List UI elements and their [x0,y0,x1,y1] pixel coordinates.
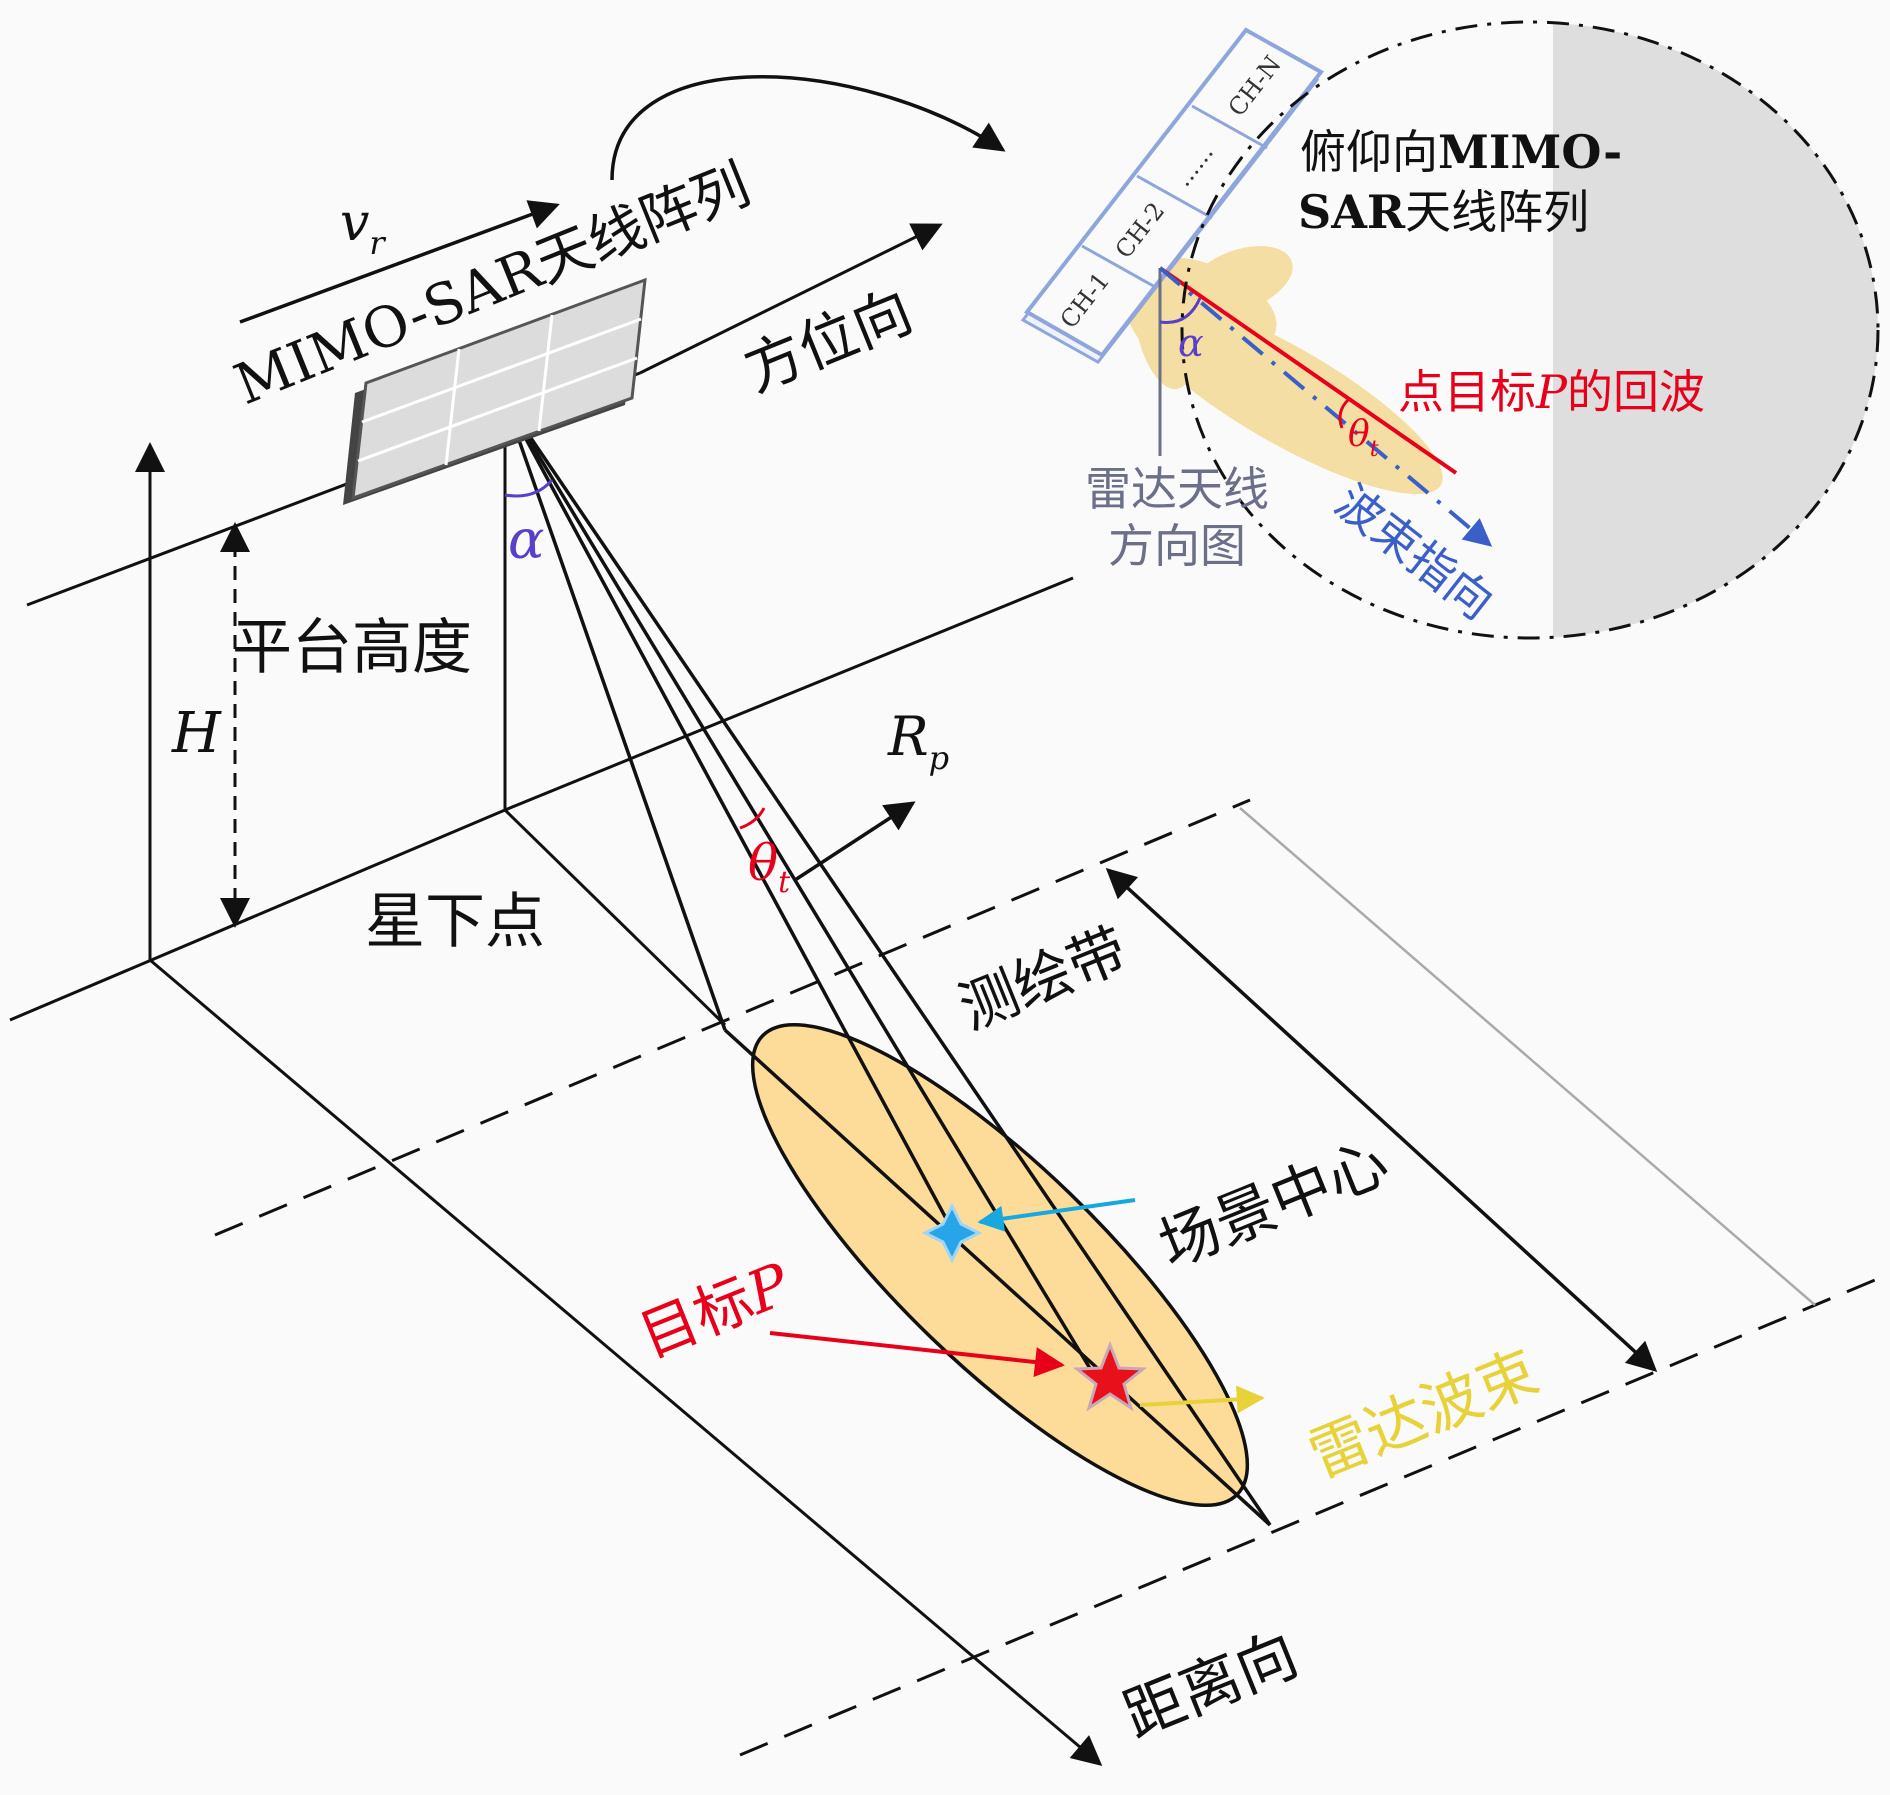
target-label: 目标P [630,1249,800,1370]
target-star-icon [1072,1340,1148,1412]
swath-edges [214,798,1876,1757]
rp-label: Rp [887,705,949,777]
azimuth-label: 方位向 [735,277,922,405]
scene-center-label: 场景中心 [1149,1127,1398,1282]
plane-lines [9,223,1103,1766]
echo-label: 点目标P的回波 [1398,365,1705,419]
beam-ray-4 [503,399,1272,1526]
inset-alpha-arc [1159,297,1202,324]
platform-height-label: 平台高度 [232,613,472,683]
swath-label: 测绘带 [950,915,1137,1043]
scene-center-star-icon [921,1202,983,1264]
inset-title-line1: 俯仰向MIMO- [1300,125,1622,179]
range-axis-arrow [149,958,1103,1766]
azimuth-arrow [639,223,943,375]
inset-theta-label: θt [1348,414,1379,462]
channel-bar [1020,27,1325,364]
platform-track-right [504,576,1074,812]
swath-near-edge [214,798,1251,1237]
pattern-label-line1: 雷达天线 [1085,462,1269,516]
theta-t-arc [739,807,766,830]
inset-border [1180,20,1880,640]
beam-ray-1 [503,399,727,1031]
swath-width-arrow [1105,867,1658,1373]
beam-footprint-axis [723,1028,1272,1527]
height-var-label: H [171,701,222,766]
range-label: 距离向 [1114,1620,1307,1752]
beam-ray-2 [503,399,957,1236]
inset-theta-arc [1338,398,1350,429]
beam-pointing-arrow [1158,266,1493,547]
echo-line [1158,266,1458,475]
beam-ray-3 [503,399,1102,1386]
inset-pointer-arrow [610,75,1006,181]
swath-gray-line [1239,807,1816,1306]
inset-alpha-label: α [1178,321,1204,365]
inset-zoom-view [1020,20,1880,640]
target-arrow [769,1331,1065,1377]
antenna-panel [343,277,647,505]
inset-shade [1553,22,1878,638]
rp-arrow [794,801,916,882]
swath-far-edge [739,1278,1876,1757]
theta-t-label: θt [748,834,791,900]
alpha-label: α [508,508,544,571]
pattern-label-line2: 方向图 [1108,519,1246,573]
inset-title-line2: SAR天线阵列 [1298,185,1589,239]
velocity-label: vr [340,193,386,262]
alpha-arc [504,478,554,498]
nadir-label: 星下点 [365,887,545,957]
ground-line [9,808,506,1022]
nadir-diagonal [503,808,727,1027]
scene-center-arrow [977,1198,1136,1232]
radar-beam-arrow [1139,1385,1265,1414]
velocity-arrow [239,200,560,324]
